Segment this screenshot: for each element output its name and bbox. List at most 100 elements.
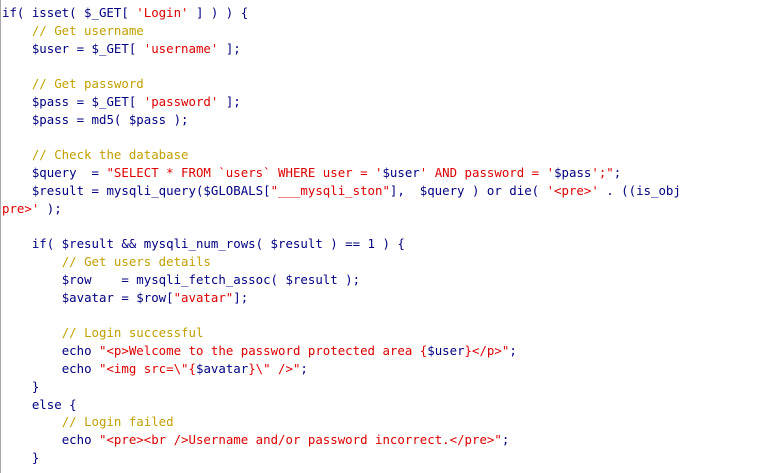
code-line: // Check the database	[2, 146, 681, 164]
code-token: $pass	[554, 165, 592, 181]
gutter-border	[0, 0, 1, 473]
code-token: ];	[218, 93, 241, 109]
code-token: "SELECT * FROM `users` WHERE user = '	[106, 165, 383, 181]
code-token	[2, 236, 32, 251]
code-token	[2, 94, 32, 109]
code-line: // Get password	[2, 75, 681, 93]
code-token: ;	[501, 432, 510, 448]
code-token	[2, 432, 62, 447]
code-token: $avatar	[195, 360, 249, 376]
code-token: 'password'	[143, 93, 219, 109]
code-token: if( isset( $_GET[	[2, 5, 137, 20]
code-token: echo	[61, 343, 99, 359]
code-line: if( isset( $_GET[ 'Login' ] ) ) {	[2, 4, 681, 22]
code-token: ';"	[591, 165, 614, 181]
code-token: ' AND password = '	[419, 165, 555, 181]
code-line: pre>' );	[2, 200, 681, 218]
code-token	[2, 290, 62, 305]
code-token: $result = mysqli_query($GLOBALS[	[31, 182, 271, 198]
code-token	[2, 112, 32, 127]
code-line: // Login successful	[2, 324, 681, 342]
code-token: ;	[300, 360, 308, 376]
code-token	[2, 41, 32, 56]
code-token: }	[31, 449, 40, 465]
code-token: $user	[382, 165, 420, 181]
code-token	[2, 165, 32, 180]
code-token	[2, 343, 62, 358]
code-token: "avatar"	[173, 289, 234, 305]
code-line: $pass = $_GET[ 'password' ];	[2, 93, 681, 111]
code-line: echo "<img src=\"{$avatar}\" />";	[2, 360, 681, 378]
code-token: 'Login'	[136, 5, 189, 20]
code-token: }	[31, 378, 40, 394]
code-token: else {	[31, 396, 77, 412]
code-line	[2, 307, 681, 325]
code-token: . ((is_obj	[598, 182, 681, 198]
code-token: $avatar = $row[	[61, 289, 174, 305]
code-token	[2, 379, 32, 394]
code-line	[2, 129, 681, 147]
code-line: $query = "SELECT * FROM `users` WHERE us…	[2, 164, 681, 182]
code-token: 1	[367, 236, 376, 252]
code-token: '<pre>'	[546, 182, 599, 198]
code-token: "<p>Welcome to the password protected ar…	[99, 343, 428, 359]
code-token	[2, 76, 32, 91]
code-token	[2, 414, 62, 429]
code-token	[2, 361, 62, 376]
code-token: ];	[218, 40, 241, 56]
code-token: ;	[613, 165, 622, 181]
code-token: // Login failed	[61, 414, 174, 430]
code-token: ], $query ) or die(	[389, 182, 547, 198]
code-token: $user	[427, 343, 465, 359]
code-token: // Get password	[31, 76, 144, 92]
code-line: }	[2, 449, 681, 467]
code-token: ];	[233, 289, 249, 305]
code-token	[2, 325, 62, 340]
code-token: $row = mysqli_fetch_assoc( $result );	[61, 271, 361, 287]
code-line	[2, 57, 681, 75]
code-token: $user = $_GET[	[31, 40, 144, 56]
code-token	[2, 147, 32, 162]
code-token	[2, 254, 62, 269]
code-token	[2, 397, 32, 412]
code-line: $pass = md5( $pass );	[2, 111, 681, 129]
code-line: echo "<p>Welcome to the password protect…	[2, 342, 681, 360]
code-token: // Get username	[31, 22, 144, 38]
code-line: echo "<pre><br />Username and/or passwor…	[2, 431, 681, 449]
code-line: // Login failed	[2, 413, 681, 431]
code-token	[2, 450, 32, 465]
code-token	[2, 183, 32, 198]
code-token: if( $result && mysqli_num_rows( $result …	[31, 236, 368, 252]
code-line: $row = mysqli_fetch_assoc( $result );	[2, 271, 681, 289]
code-token: // Check the database	[31, 147, 189, 163]
code-token: "<pre><br />Username and/or password inc…	[99, 432, 502, 448]
code-line: $avatar = $row["avatar"];	[2, 289, 681, 307]
code-token: // Login successful	[61, 325, 204, 341]
code-token: // Get users details	[61, 254, 211, 270]
code-line: else {	[2, 396, 681, 414]
code-token: pre>'	[2, 200, 40, 216]
code-token: }</p>"	[464, 343, 510, 359]
code-token: $pass = $_GET[	[31, 93, 144, 109]
code-token	[2, 272, 62, 287]
code-token: echo	[61, 432, 99, 448]
code-token: $query =	[31, 165, 107, 181]
code-token: $pass = md5( $pass );	[31, 111, 189, 127]
code-token: ] ) ) {	[188, 5, 249, 20]
code-line: }	[2, 378, 681, 396]
code-token: 'username'	[143, 40, 219, 56]
code-line: $result = mysqli_query($GLOBALS["___mysq…	[2, 182, 681, 200]
code-line: // Get users details	[2, 253, 681, 271]
source-code: if( isset( $_GET[ 'Login' ] ) ) { // Get…	[2, 4, 681, 467]
code-token: );	[39, 200, 62, 216]
code-line	[2, 218, 681, 236]
code-token	[2, 23, 32, 38]
code-token: echo	[61, 360, 99, 376]
code-token: "<img src=\"{	[99, 360, 196, 376]
code-line: // Get username	[2, 22, 681, 40]
code-line: $user = $_GET[ 'username' ];	[2, 40, 681, 58]
code-line: if( $result && mysqli_num_rows( $result …	[2, 235, 681, 253]
code-token: "___mysqli_ston"	[270, 182, 390, 198]
code-token: }\" />"	[248, 360, 301, 376]
